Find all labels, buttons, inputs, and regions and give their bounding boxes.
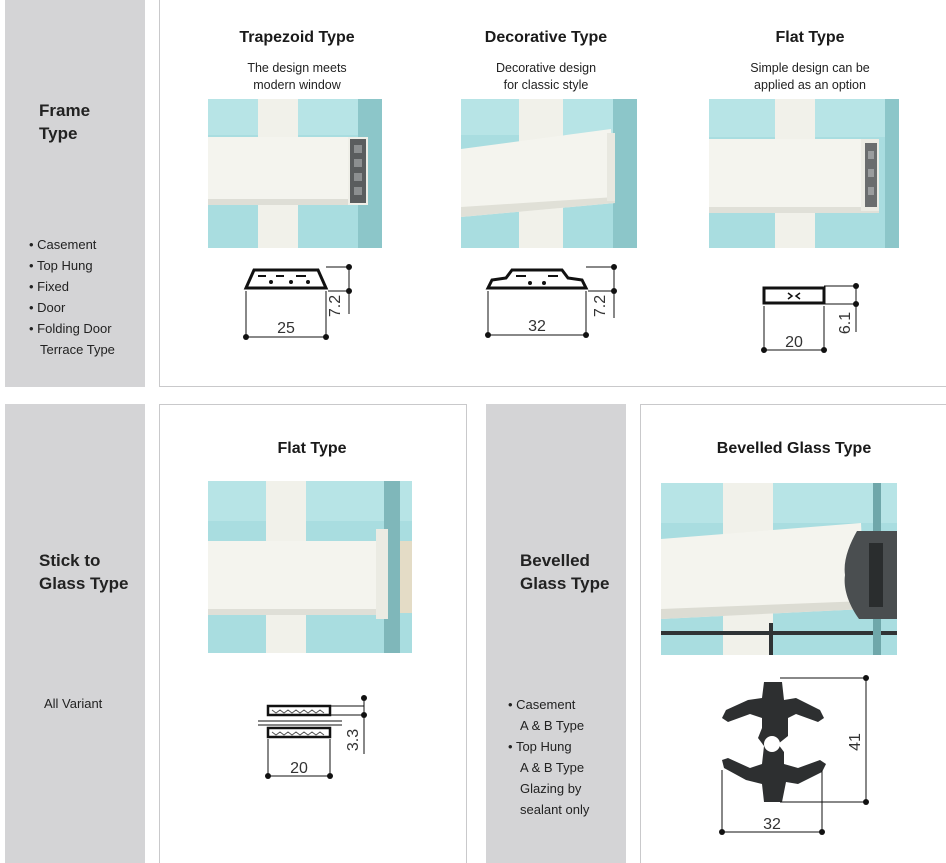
trapezoid-drawing: 25 7.2 [236,258,366,344]
decorative-title: Decorative Type [484,29,608,46]
frame-variant-list: • Casement • Top Hung • Fixed • Door • F… [29,234,115,360]
frame-type-heading-line1: Frame [39,101,91,120]
frame-type-heading: Frame Type [39,99,90,145]
flat-frame-drawing: 20 6.1 [752,276,872,360]
decorative-drawing: 32 7.2 [478,258,628,344]
stick-flat-title: Flat Type [277,440,347,457]
frame-type-heading-line2: Type [39,124,78,143]
trapezoid-width-label: 25 [277,320,295,337]
decorative-height-label: 7.2 [592,295,609,317]
flat-frame-title: Flat Type [775,29,845,46]
trapezoid-title: Trapezoid Type [239,29,355,46]
bevelled-heading: Bevelled Glass Type [520,551,610,593]
stick-glass-sidebar: Stick to Glass Type All Variant [5,404,145,863]
bevelled-variant-list: • Casement A & B Type • Top Hung A & B T… [508,694,589,820]
list-item: • Door [29,300,66,315]
list-item: • Folding Door [29,321,112,336]
list-item: A & B Type [520,718,585,733]
bevelled-width-label: 32 [763,816,781,833]
bevelled-drawing: 32 41 [712,672,888,840]
list-item: Terrace Type [40,342,115,357]
bevelled-height-label: 41 [847,733,864,751]
flat-frame-height-label: 6.1 [837,312,854,334]
bevelled-photo [661,483,897,655]
flat-frame-width-label: 20 [785,334,803,351]
list-item: • Top Hung [29,258,93,273]
stick-flat-photo [208,481,412,653]
frame-type-sidebar: Frame Type • Casement • Top Hung • Fixed… [5,0,145,387]
list-item: • Fixed [29,279,69,294]
stick-flat-width-label: 20 [290,760,308,777]
stick-glass-heading: Stick to Glass Type [39,551,129,593]
trapezoid-height-label: 7.2 [327,295,344,317]
bevelled-sidebar: Bevelled Glass Type • Casement A & B Typ… [486,404,626,863]
decorative-photo [461,99,637,248]
trapezoid-photo [208,99,382,248]
list-item: sealant only [520,802,590,817]
stick-flat-drawing: 20 3.3 [254,692,394,784]
flat-frame-photo [709,99,899,248]
stick-glass-variant: All Variant [44,696,103,711]
list-item: Glazing by [520,781,582,796]
decorative-width-label: 32 [528,318,546,335]
decorative-description: Decorative design for classic style [495,61,597,92]
list-item: • Casement [508,697,576,712]
list-item: A & B Type [520,760,585,775]
bevelled-title: Bevelled Glass Type [716,440,872,457]
list-item: • Casement [29,237,97,252]
trapezoid-description: The design meets modern window [247,61,347,92]
list-item: • Top Hung [508,739,572,754]
stick-flat-height-label: 3.3 [345,729,362,751]
flat-frame-description: Simple design can be applied as an optio… [750,61,870,92]
